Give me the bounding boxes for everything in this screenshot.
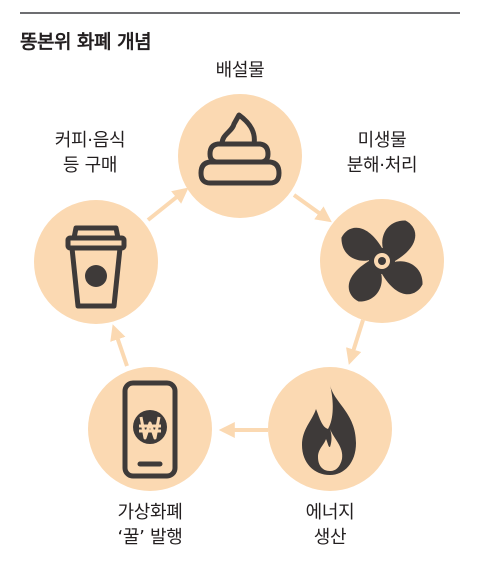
label-coin: 가상화폐 ‘꿀’ 발행	[100, 500, 200, 550]
label-purchase-line-2: 등 구매	[62, 155, 118, 176]
node-waste	[178, 94, 302, 218]
label-waste-line-1: 배설물	[215, 60, 265, 81]
poop-icon	[198, 112, 282, 186]
label-energy-line-2: 생산	[313, 527, 347, 548]
coffee-cup-icon	[65, 225, 127, 309]
arrow-cup-to-waste	[146, 187, 189, 222]
label-purchase: 커피·음식 등 구매	[30, 128, 150, 178]
label-energy-line-1: 에너지	[305, 502, 355, 523]
fan-icon	[341, 220, 423, 302]
label-microbe-line-1: 미생물	[357, 130, 407, 151]
diagram-title: 똥본위 화폐 개념	[20, 31, 152, 53]
label-waste: 배설물	[190, 58, 290, 83]
arrow-microbe-to-energy	[346, 319, 365, 365]
arrow-coin-to-cup	[110, 324, 129, 367]
label-purchase-line-1: 커피·음식	[54, 130, 126, 151]
label-microbe-line-2: 분해·처리	[346, 155, 418, 176]
label-coin-line-2: ‘꿀’ 발행	[117, 527, 183, 548]
label-energy: 에너지 생산	[280, 500, 380, 550]
top-rule	[20, 12, 460, 14]
node-energy	[268, 367, 392, 491]
flame-icon	[302, 385, 356, 475]
label-microbe: 미생물 분해·처리	[332, 128, 432, 178]
node-purchase	[34, 200, 158, 324]
arrow-waste-to-microbe	[292, 193, 332, 223]
smartphone-won-icon	[122, 380, 178, 479]
node-microbe	[320, 199, 444, 323]
label-coin-line-1: 가상화폐	[117, 502, 183, 523]
node-coin	[88, 367, 212, 491]
